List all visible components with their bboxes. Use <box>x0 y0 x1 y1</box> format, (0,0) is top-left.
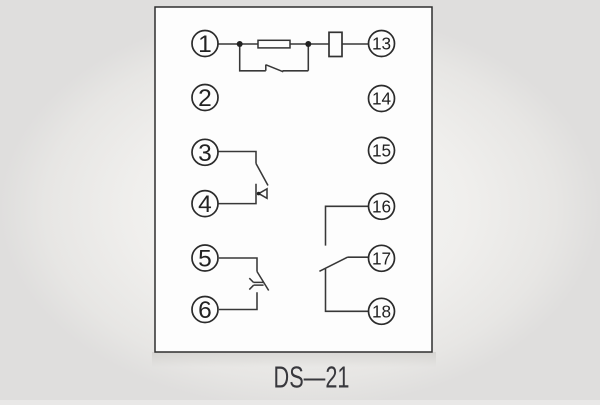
svg-text:14: 14 <box>372 89 392 109</box>
svg-text:13: 13 <box>372 34 391 54</box>
svg-text:2: 2 <box>198 85 212 112</box>
svg-text:DS—21: DS—21 <box>274 360 350 395</box>
svg-text:6: 6 <box>198 297 212 324</box>
svg-text:4: 4 <box>198 191 212 218</box>
svg-text:3: 3 <box>198 140 212 167</box>
svg-text:15: 15 <box>372 140 391 160</box>
svg-text:1: 1 <box>198 31 212 58</box>
svg-text:16: 16 <box>372 196 391 216</box>
svg-text:17: 17 <box>372 248 391 268</box>
svg-text:5: 5 <box>198 246 212 273</box>
svg-text:18: 18 <box>372 301 391 321</box>
